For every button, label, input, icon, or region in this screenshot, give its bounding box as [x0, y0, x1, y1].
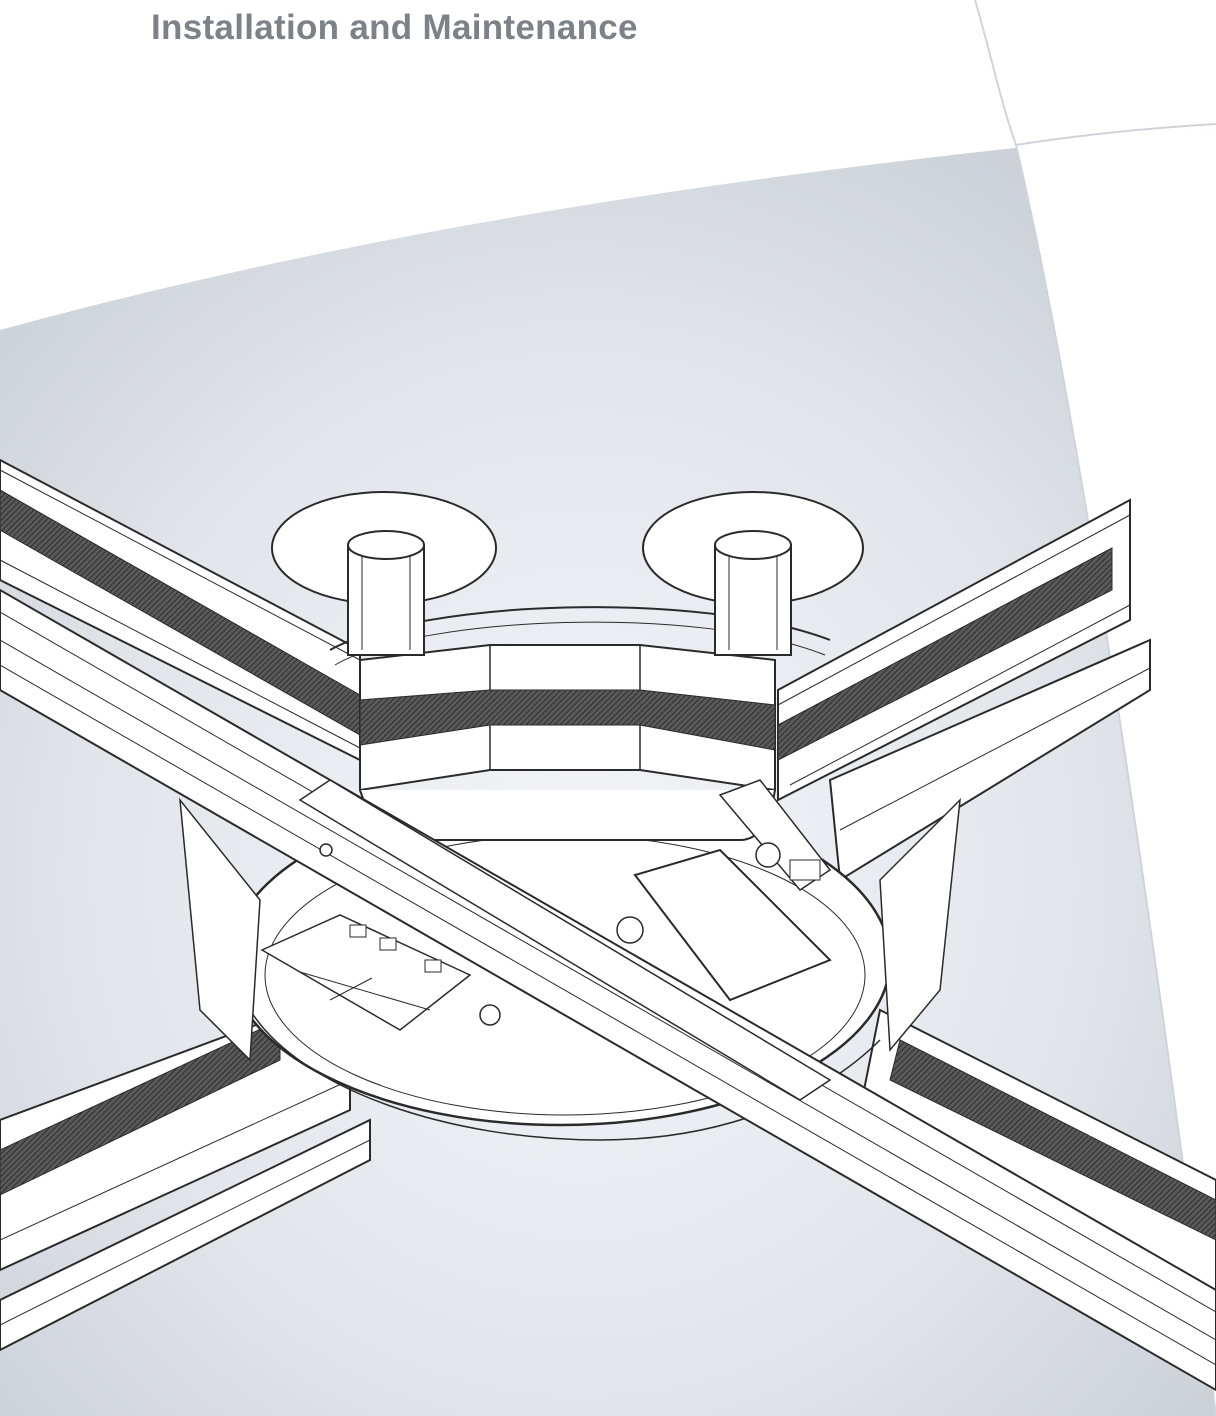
page-heading: Installation and Maintenance: [151, 8, 638, 47]
mounting-bracket: [633, 779, 832, 1002]
base-screw: [616, 916, 644, 944]
panel-seam-curve: [974, 0, 1216, 1416]
connector-block: [260, 914, 501, 1031]
mounting-post-right: [642, 491, 864, 656]
rail-upper-right: [777, 498, 1151, 882]
panel-seam-top: [1015, 123, 1216, 146]
ceiling-panel-edge: [1016, 128, 1216, 1416]
mounting-post-left: [271, 491, 497, 656]
rail-lower-left: [0, 988, 371, 1352]
rail-main-diagonal: [0, 588, 1216, 1392]
